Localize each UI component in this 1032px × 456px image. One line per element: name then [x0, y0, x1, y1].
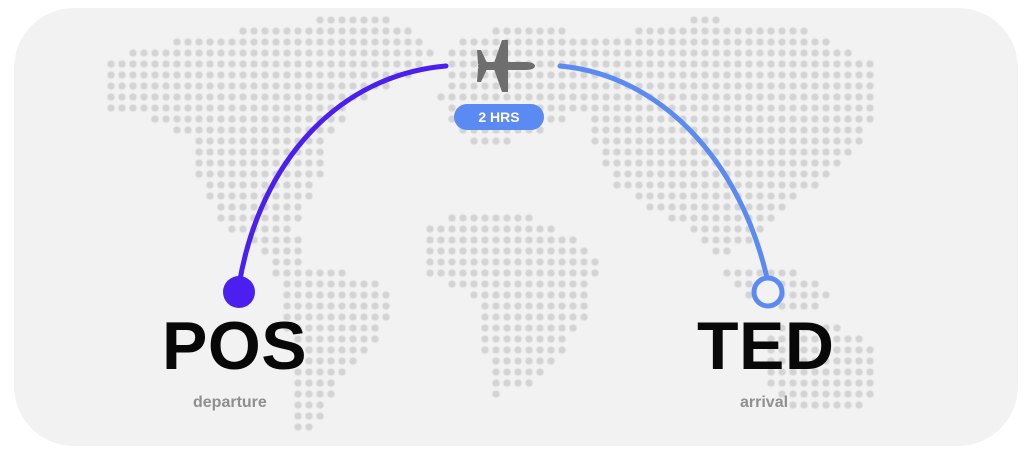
flight-duration-badge: 2 HRS — [454, 104, 544, 130]
arrival-arc — [557, 63, 770, 281]
arrival-airport-code: TED — [697, 308, 835, 384]
departure-marker-icon — [223, 276, 255, 308]
departure-airport-code: POS — [162, 308, 308, 384]
arrival-label: arrival — [740, 394, 789, 411]
departure-label: departure — [193, 394, 267, 411]
flight-route-card — [14, 8, 1018, 446]
world-dot-map — [14, 8, 1018, 446]
plane-icon — [477, 40, 535, 92]
departure-arc — [236, 63, 449, 288]
arrival-marker-icon — [751, 275, 785, 309]
